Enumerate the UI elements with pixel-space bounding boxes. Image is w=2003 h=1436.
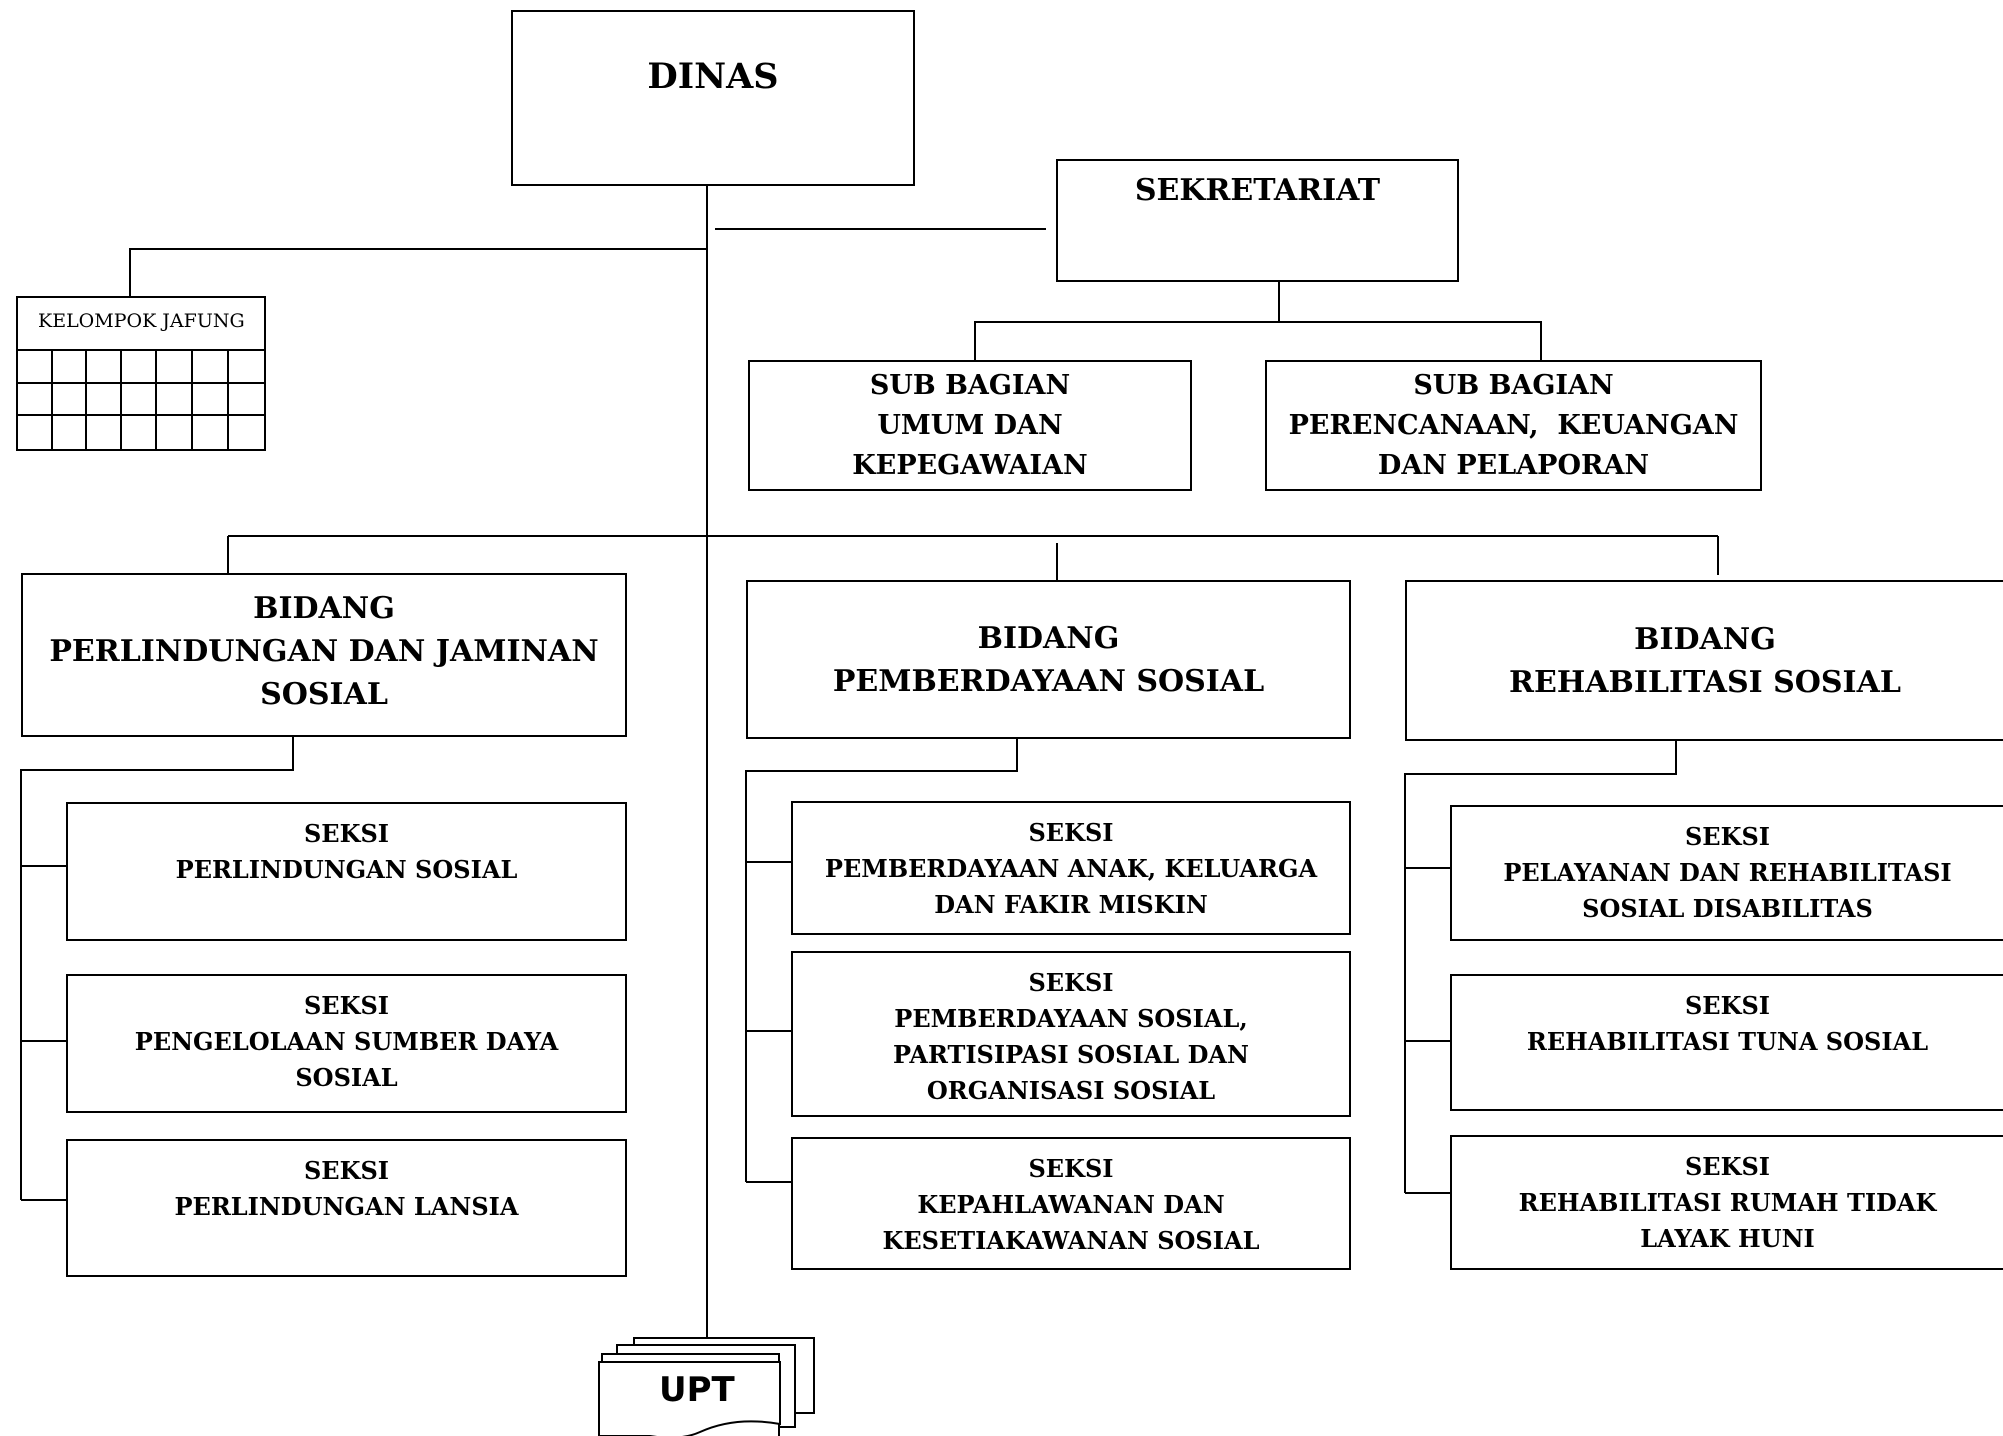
kelompok-jafung-box: KELOMPOK JAFUNG — [16, 296, 266, 451]
seksi-line: SEKSI — [1028, 818, 1114, 847]
bidang-rehabilitasi-box: BIDANG REHABILITASI SOSIAL — [1405, 580, 2003, 741]
seksi-kepahlawanan-box: SEKSI KEPAHLAWANAN DAN KESETIAKAWANAN SO… — [791, 1137, 1351, 1270]
seksi-line: ORGANISASI SOSIAL — [926, 1076, 1216, 1105]
connector-seksi-group-3 — [1404, 741, 1677, 1193]
seksi-line: SEKSI — [1684, 822, 1771, 851]
bidang-line: BIDANG — [253, 591, 395, 626]
seksi-line: SEKSI — [303, 819, 390, 848]
connector-sub-bagian — [974, 321, 1542, 360]
seksi-line: LAYAK HUNI — [1640, 1224, 1815, 1253]
bidang-line: PERLINDUNGAN DAN JAMINAN — [49, 634, 599, 669]
sub-bagian-line: DAN PELAPORAN — [1377, 449, 1650, 481]
jafung-grid — [17, 349, 265, 450]
seksi-line: PERLINDUNGAN LANSIA — [174, 1192, 519, 1221]
seksi-line: SEKSI — [1684, 1152, 1771, 1181]
seksi-pelayanan-rehabilitasi-box: SEKSI PELAYANAN DAN REHABILITASI SOSIAL … — [1450, 805, 2003, 941]
connector-seksi-group-2 — [745, 739, 1018, 1182]
seksi-line: PELAYANAN DAN REHABILITASI — [1503, 858, 1952, 887]
seksi-line: SEKSI — [303, 991, 390, 1020]
seksi-line: SEKSI — [1684, 991, 1771, 1020]
seksi-line: DAN FAKIR MISKIN — [934, 890, 1208, 919]
seksi-line: PERLINDUNGAN SOSIAL — [175, 855, 518, 884]
seksi-rehabilitasi-rumah-box: SEKSI REHABILITASI RUMAH TIDAK LAYAK HUN… — [1450, 1135, 2003, 1270]
seksi-line: PARTISIPASI SOSIAL DAN — [893, 1040, 1249, 1069]
seksi-perlindungan-sosial-box: SEKSI PERLINDUNGAN SOSIAL — [66, 802, 627, 941]
seksi-line: SOSIAL DISABILITAS — [1582, 894, 1873, 923]
bidang-line: PEMBERDAYAAN SOSIAL — [832, 663, 1265, 699]
seksi-line: PEMBERDAYAAN ANAK, KELUARGA — [824, 854, 1318, 883]
seksi-pemberdayaan-anak-box: SEKSI PEMBERDAYAAN ANAK, KELUARGA DAN FA… — [791, 801, 1351, 935]
seksi-line: SEKSI — [303, 1156, 390, 1185]
seksi-line: PENGELOLAAN SUMBER DAYA — [134, 1027, 559, 1056]
seksi-rehabilitasi-tuna-sosial-box: SEKSI REHABILITASI TUNA SOSIAL — [1450, 974, 2003, 1111]
seksi-pengelolaan-sumber-daya-box: SEKSI PENGELOLAAN SUMBER DAYA SOSIAL — [66, 974, 627, 1113]
seksi-line: REHABILITASI RUMAH TIDAK — [1518, 1188, 1937, 1217]
sub-bagian-perencanaan-box: SUB BAGIAN PERENCANAAN, KEUANGAN DAN PEL… — [1265, 360, 1762, 491]
sub-bagian-line: PERENCANAAN, KEUANGAN — [1288, 409, 1739, 441]
sub-bagian-line: SUB BAGIAN — [869, 369, 1071, 401]
seksi-line: SEKSI — [1028, 968, 1114, 997]
kelompok-jafung-label: KELOMPOK JAFUNG — [38, 310, 245, 332]
seksi-line: KESETIAKAWANAN SOSIAL — [882, 1226, 1260, 1255]
dinas-box: DINAS — [511, 10, 915, 186]
sub-bagian-line: UMUM DAN — [877, 409, 1063, 441]
upt-document-stack — [598, 1337, 815, 1436]
sekretariat-label: SEKRETARIAT — [1134, 173, 1381, 208]
sub-bagian-line: SUB BAGIAN — [1413, 369, 1614, 401]
seksi-line: SOSIAL — [295, 1063, 398, 1092]
connector-seksi-group-1 — [20, 737, 294, 1200]
seksi-line: REHABILITASI TUNA SOSIAL — [1526, 1027, 1929, 1056]
connector-jafung — [129, 248, 707, 296]
bidang-line: SOSIAL — [260, 677, 388, 712]
bidang-line: BIDANG — [977, 620, 1120, 656]
seksi-perlindungan-lansia-box: SEKSI PERLINDUNGAN LANSIA — [66, 1139, 627, 1277]
bidang-line: BIDANG — [1634, 621, 1776, 657]
sub-bagian-umum-box: SUB BAGIAN UMUM DAN KEPEGAWAIAN — [748, 360, 1192, 491]
bidang-perlindungan-box: BIDANG PERLINDUNGAN DAN JAMINAN SOSIAL — [21, 573, 627, 737]
dinas-label: DINAS — [647, 56, 779, 97]
seksi-line: KEPAHLAWANAN DAN — [917, 1190, 1225, 1219]
upt-label: UPT — [659, 1370, 735, 1410]
bidang-line: REHABILITASI SOSIAL — [1509, 664, 1901, 700]
bidang-pemberdayaan-box: BIDANG PEMBERDAYAAN SOSIAL — [746, 580, 1351, 739]
sub-bagian-line: KEPEGAWAIAN — [852, 449, 1088, 481]
sekretariat-box: SEKRETARIAT — [1056, 159, 1459, 282]
seksi-line: SEKSI — [1028, 1154, 1114, 1183]
seksi-line: PEMBERDAYAAN SOSIAL, — [894, 1004, 1248, 1033]
seksi-pemberdayaan-sosial-box: SEKSI PEMBERDAYAAN SOSIAL, PARTISIPASI S… — [791, 951, 1351, 1117]
